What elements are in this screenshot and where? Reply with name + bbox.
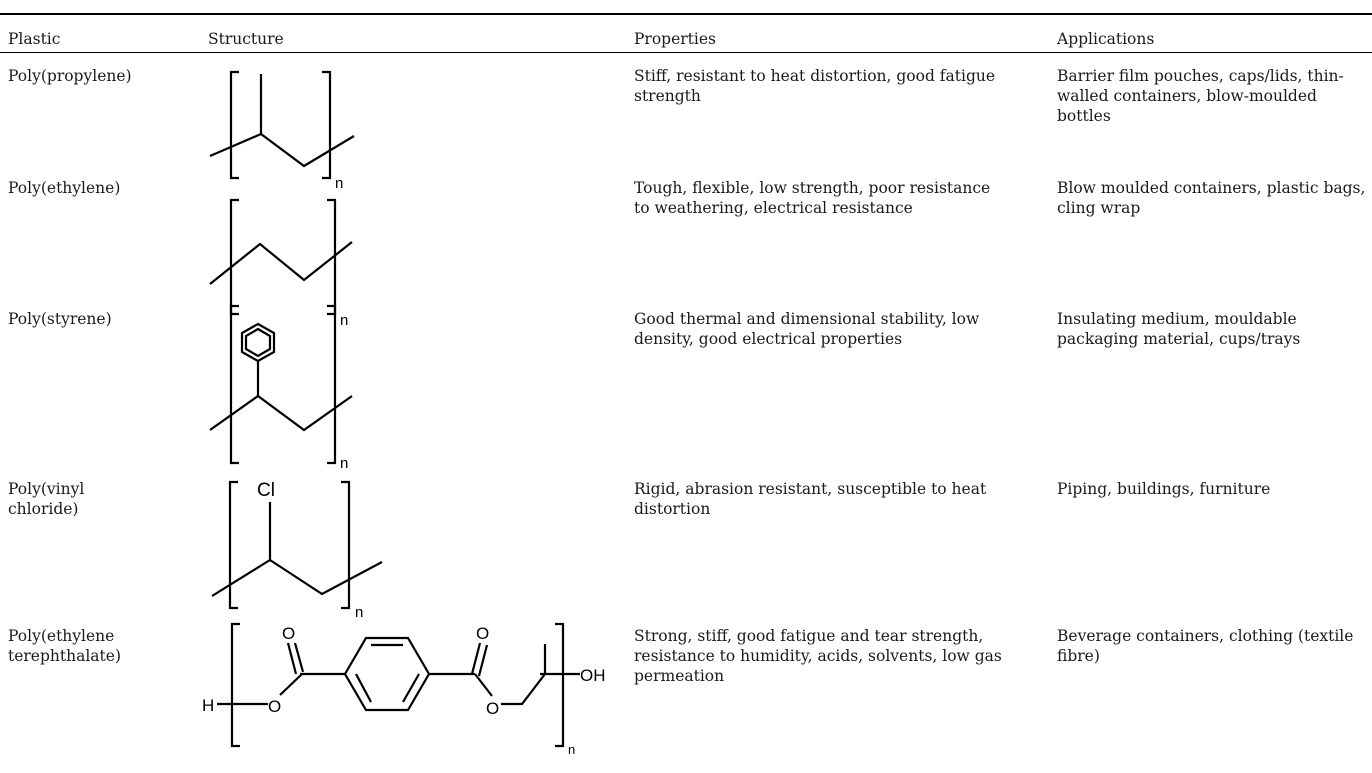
carbonyl-oxygen-right: O xyxy=(476,624,489,643)
properties-text: Tough, flexible, low strength, poor resi… xyxy=(634,179,991,217)
header-properties: Properties xyxy=(634,30,716,48)
left-bracket xyxy=(229,70,239,180)
applications-text: Insulating medium, mouldable packaging m… xyxy=(1057,310,1301,348)
ethylene-chain xyxy=(501,644,547,706)
applications-text: Barrier film pouches, caps/lids, thin-wa… xyxy=(1057,67,1344,125)
polymer-backbone xyxy=(209,241,353,285)
carbonyl-bond-right-double xyxy=(477,644,489,677)
properties-text: Strong, stiff, good fatigue and tear str… xyxy=(634,627,1002,685)
repeat-n-label: n xyxy=(340,312,348,329)
carbonyl-oxygen-left: O xyxy=(282,624,295,643)
table-top-rule xyxy=(0,13,1372,15)
chlorine-label: Cl xyxy=(257,480,275,501)
carbonyl-bond xyxy=(286,642,298,675)
applications-text: Blow moulded containers, plastic bags, c… xyxy=(1057,179,1366,217)
plastic-name: Poly(vinyl chloride) xyxy=(8,480,85,518)
plastic-name: Poly(styrene) xyxy=(8,310,112,328)
repeat-n-label: n xyxy=(340,455,348,472)
polyvinylchloride-structure: Cl n xyxy=(211,480,383,621)
polymer-backbone xyxy=(211,558,383,597)
left-bracket xyxy=(229,198,239,316)
hydroxyl-label: OH xyxy=(580,666,606,685)
carbonyl-bond-right xyxy=(470,642,482,675)
benzene-ring xyxy=(343,636,431,712)
applications-text: Piping, buildings, furniture xyxy=(1057,480,1271,498)
left-bracket xyxy=(228,480,238,610)
right-bracket xyxy=(555,622,565,748)
ester-bond-right xyxy=(474,673,493,697)
repeat-n-label: n xyxy=(568,742,575,757)
plastic-name: Poly(propylene) xyxy=(8,67,132,85)
carbonyl-bond-double xyxy=(293,642,305,673)
plastic-name: Poly(ethylene terephthalate) xyxy=(8,627,121,665)
header-structure: Structure xyxy=(208,30,284,48)
polystyrene-structure: n xyxy=(209,304,353,472)
applications-text: Beverage containers, clothing (textile f… xyxy=(1057,627,1354,665)
left-bracket xyxy=(230,622,240,748)
table-header-rule xyxy=(0,52,1372,53)
repeat-n-label: n xyxy=(355,604,363,621)
pet-structure: H O O O O OH n xyxy=(202,622,606,757)
hydrogen-label: H xyxy=(202,696,214,715)
properties-text: Stiff, resistant to heat distortion, goo… xyxy=(634,67,996,105)
ester-oxygen-right: O xyxy=(486,699,499,718)
repeat-n-label: n xyxy=(335,175,343,192)
header-applications: Applications xyxy=(1057,30,1155,48)
right-bracket xyxy=(341,480,351,610)
right-bracket xyxy=(322,70,332,180)
plastic-name: Poly(ethylene) xyxy=(8,179,121,197)
polymer-backbone xyxy=(209,132,355,168)
header-plastic: Plastic xyxy=(8,30,61,48)
polymer-backbone xyxy=(209,394,353,432)
right-bracket xyxy=(327,304,337,465)
polypropylene-structure: n xyxy=(209,70,355,192)
ring-double-3 xyxy=(355,673,372,703)
right-bracket xyxy=(327,198,337,316)
polyethylene-structure: n xyxy=(209,198,353,329)
properties-text: Rigid, abrasion resistant, susceptible t… xyxy=(634,480,987,518)
ring-double-2 xyxy=(402,673,420,703)
left-bracket xyxy=(229,304,239,465)
ester-bond xyxy=(279,673,303,696)
ester-oxygen-left: O xyxy=(268,697,281,716)
properties-text: Good thermal and dimensional stability, … xyxy=(634,310,980,348)
phenyl-ring-inner xyxy=(244,327,272,358)
